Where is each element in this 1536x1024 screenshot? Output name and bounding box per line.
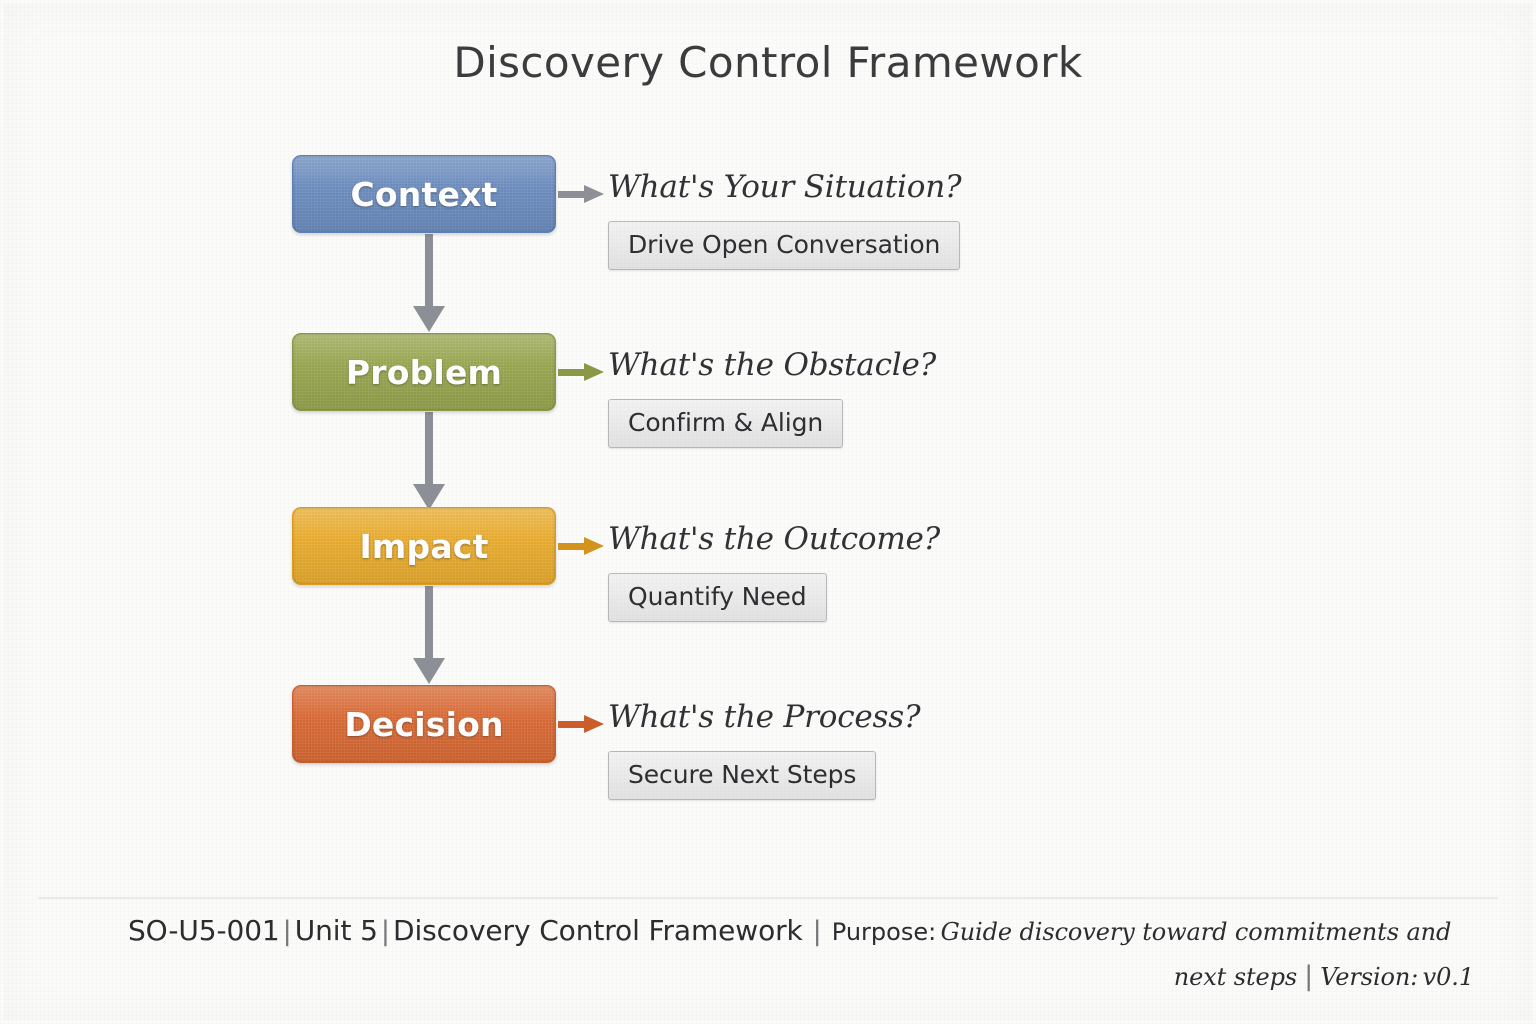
footer-purpose-label: Purpose:	[831, 918, 937, 946]
connector-context-to-problem	[413, 234, 445, 332]
connector-shaft	[425, 412, 433, 486]
stage-row-decision: Decision What's the Process? Secure Next…	[0, 685, 1536, 800]
stage-label-decision: Decision	[344, 704, 504, 744]
arrow-shaft	[558, 191, 586, 198]
footer-unit: Unit 5	[294, 914, 378, 947]
arrow-shaft	[558, 543, 586, 550]
stage-chip-impact[interactable]: Quantify Need	[608, 573, 827, 622]
connector-arrowhead-icon	[413, 484, 445, 510]
stage-chip-context[interactable]: Drive Open Conversation	[608, 221, 961, 270]
arrow-head	[584, 715, 604, 733]
arrow-head	[584, 185, 604, 203]
stage-box-impact[interactable]: Impact	[292, 507, 556, 585]
connector-impact-to-decision	[413, 586, 445, 684]
footer-purpose-text-line2: next steps	[1173, 963, 1298, 991]
connector-arrowhead-icon	[413, 306, 445, 332]
page-title: Discovery Control Framework	[453, 38, 1083, 87]
footer-doc-id: SO-U5-001	[128, 914, 280, 947]
stage-label-context: Context	[350, 174, 498, 214]
stage-row-problem: Problem What's the Obstacle? Confirm & A…	[0, 333, 1536, 448]
stage-arrow-impact-icon	[558, 537, 606, 555]
connector-problem-to-impact	[413, 412, 445, 510]
footer-separator: |	[380, 916, 390, 947]
stage-arrow-context-icon	[558, 185, 606, 203]
footer-separator: |	[282, 916, 292, 947]
footer-doc-title: Discovery Control Framework	[393, 914, 803, 947]
stage-label-impact: Impact	[359, 526, 489, 566]
arrow-shaft	[558, 721, 586, 728]
stage-arrow-problem-icon	[558, 363, 606, 381]
arrow-head	[584, 537, 604, 555]
stage-question-decision: What's the Process?	[608, 699, 921, 735]
stage-label-problem: Problem	[345, 352, 503, 392]
stage-box-decision[interactable]: Decision	[292, 685, 556, 763]
arrow-shaft	[558, 369, 586, 376]
connector-shaft	[425, 586, 433, 660]
footer-separator: |	[812, 916, 822, 947]
stage-box-context[interactable]: Context	[292, 155, 556, 233]
footer-separator: |	[1304, 961, 1314, 992]
stage-row-impact: Impact What's the Outcome? Quantify Need	[0, 507, 1536, 622]
footer-line-1: SO-U5-001|Unit 5|Discovery Control Frame…	[128, 914, 1451, 947]
connector-arrowhead-icon	[413, 658, 445, 684]
connector-shaft	[425, 234, 433, 308]
footer-divider	[38, 897, 1498, 899]
arrow-head	[584, 363, 604, 381]
stage-box-problem[interactable]: Problem	[292, 333, 556, 411]
stage-question-impact: What's the Outcome?	[608, 521, 941, 557]
stage-arrow-decision-icon	[558, 715, 606, 733]
stage-row-context: Context What's Your Situation? Drive Ope…	[0, 155, 1536, 270]
footer-line-2: next steps|Version: v0.1	[0, 961, 1474, 992]
stage-question-problem: What's the Obstacle?	[608, 347, 937, 383]
stage-question-context: What's Your Situation?	[608, 169, 962, 205]
footer-version-value: v0.1	[1422, 963, 1474, 991]
footer-version-label: Version:	[1320, 963, 1419, 991]
footer-purpose-text-line1: Guide discovery toward commitments and	[940, 918, 1452, 946]
stage-chip-decision[interactable]: Secure Next Steps	[608, 751, 877, 800]
stage-chip-problem[interactable]: Confirm & Align	[608, 399, 844, 448]
